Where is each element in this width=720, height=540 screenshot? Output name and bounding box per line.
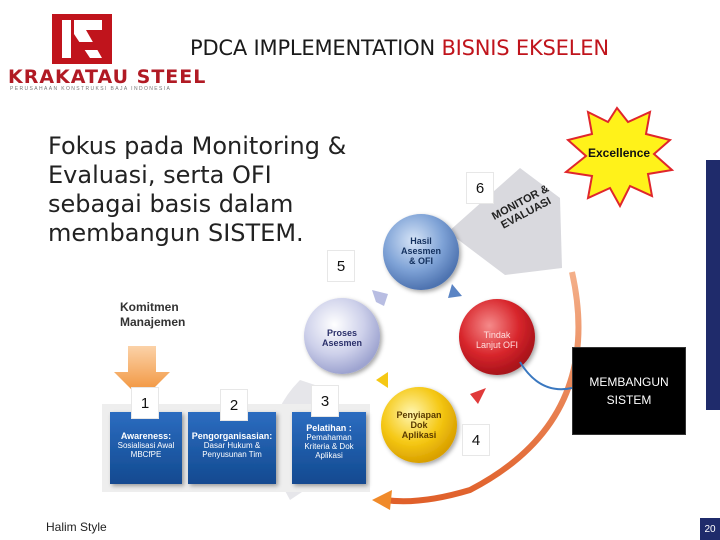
monitor-band [448, 168, 562, 275]
penyiapan-line3: Aplikasi [401, 430, 437, 440]
logo-tagline: PERUSAHAAN KONSTRUKSI BAJA INDONESIA [10, 86, 172, 92]
pengorganisasian-title: Pengorganisasian: [191, 431, 273, 441]
page-title: PDCA IMPLEMENTATION BISNIS EKSELEN [190, 36, 609, 60]
title-main: PDCA IMPLEMENTATION [190, 36, 435, 60]
pelatihan-line1: Pemahaman [306, 433, 352, 442]
tindak-line1: Tindak [483, 330, 511, 340]
orange-arc-head [372, 490, 392, 510]
penyiapan-label: Penyiapan Dok Aplikasi [394, 410, 444, 440]
title-highlight: BISNIS EKSELEN [441, 36, 609, 60]
right-decor-bar [706, 160, 720, 410]
sistem-line2: SISTEM [606, 393, 652, 407]
circle-penyiapan [381, 387, 457, 463]
cycle-arrow-2 [448, 284, 462, 298]
logo-name: KRAKATAU STEEL [8, 66, 207, 88]
sistem-connector [519, 361, 573, 391]
sistem-line1: MEMBANGUN [589, 375, 669, 389]
pelatihan-label: Pelatihan : Pemahaman Kriteria & Dok Apl… [294, 423, 364, 461]
step-pengorganisasian-box [188, 412, 276, 484]
pengorganisasian-line1: Dasar Hukum & [203, 441, 261, 450]
circle-proses [304, 298, 380, 374]
krakatau-logo-icon [52, 14, 112, 64]
step-awareness-box [110, 412, 182, 484]
awareness-line1: Sosialisasi Awal [117, 441, 175, 450]
hasil-line2: Asesmen [400, 246, 442, 256]
focus-text: Fokus pada Monitoring & Evaluasi, serta … [48, 132, 347, 247]
step-number-1: 1 [131, 387, 159, 419]
circle-tindak [459, 299, 535, 375]
pelatihan-line3: Aplikasi [315, 451, 343, 460]
proses-line2: Asesmen [321, 338, 363, 348]
footer-text: Halim Style [46, 520, 107, 534]
pengorganisasian-line2: Penyusunan Tim [202, 450, 262, 459]
step-number-6: 6 [466, 172, 494, 204]
tindak-line2: Lanjut OFI [475, 340, 519, 350]
komitmen-down-arrow [114, 346, 170, 400]
pelatihan-title: Pelatihan : [306, 423, 352, 433]
orange-arc [384, 271, 582, 505]
cycle-arrow-3 [470, 388, 486, 404]
komitmen-label: Komitmen Manajemen [120, 300, 185, 330]
penyiapan-line1: Penyiapan [396, 410, 442, 420]
awareness-label: Awareness: Sosialisasi Awal MBCfPE [112, 431, 180, 460]
awareness-line2: MBCfPE [130, 450, 162, 459]
tindak-label: Tindak Lanjut OFI [470, 330, 524, 350]
komitmen-line2: Manajemen [120, 315, 186, 329]
awareness-title: Awareness: [120, 431, 172, 441]
circle-hasil [383, 214, 459, 290]
excellence-label: Excellence [588, 146, 651, 160]
hasil-line3: & OFI [409, 256, 433, 266]
pengorganisasian-label: Pengorganisasian: Dasar Hukum & Penyusun… [190, 431, 274, 460]
cycle-arrow-4 [376, 372, 388, 388]
pelatihan-line2: Kriteria & Dok [304, 442, 354, 451]
page-number: 20 [700, 518, 720, 540]
penyiapan-line2: Dok [410, 420, 428, 430]
proses-label: Proses Asesmen [316, 328, 368, 348]
hasil-label: Hasil Asesmen & OFI [396, 236, 446, 266]
step-pelatihan-box [292, 412, 366, 484]
excellence-star-icon [563, 106, 675, 209]
step-number-2: 2 [220, 389, 248, 421]
step-number-4: 4 [462, 424, 490, 456]
membangun-sistem-box: MEMBANGUN SISTEM [572, 347, 686, 435]
cycle-arrow-1 [372, 290, 388, 306]
hasil-line1: Hasil [410, 236, 432, 246]
step-number-3: 3 [311, 385, 339, 417]
proses-line1: Proses [326, 328, 358, 338]
step-number-5: 5 [327, 250, 355, 282]
komitmen-line1: Komitmen [120, 300, 179, 314]
